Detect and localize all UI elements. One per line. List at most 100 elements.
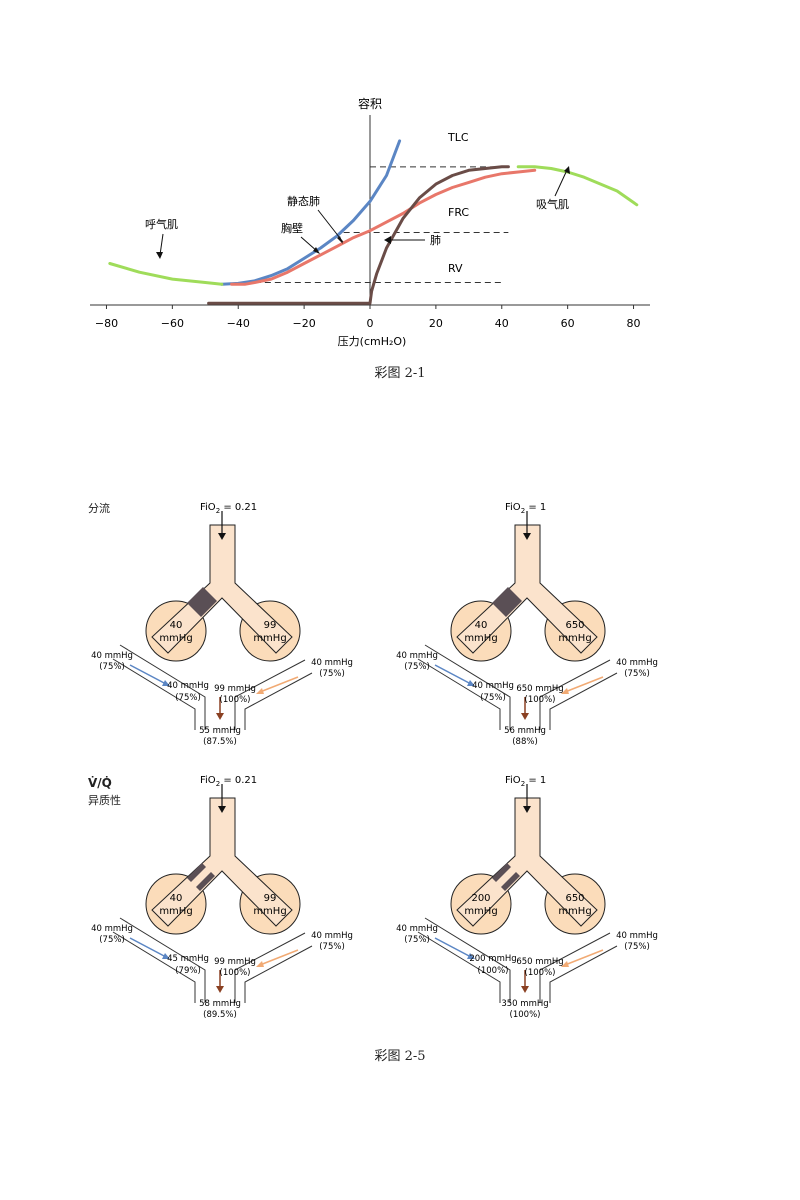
right-alveolus-value: 650: [565, 893, 584, 904]
bronchus-narrowing-a: [492, 863, 511, 882]
left-alveolus-value-unit: mmHg: [464, 906, 497, 917]
y-axis-label: 容积: [358, 96, 382, 111]
alveolar-right-blood-saturation: (100%): [525, 968, 556, 978]
figure-2-5-caption: 彩图 2-5: [374, 1049, 426, 1064]
vessel-right-top: [539, 932, 611, 1003]
lung-curve: [207, 165, 510, 305]
venous-inflow-arrowhead-left: [162, 680, 170, 686]
fio2-label: FiO2 = 1: [505, 775, 546, 788]
right-alveolus-value: 99: [264, 893, 277, 904]
rv-label: RV: [448, 262, 463, 275]
x-tick-label: 80: [627, 317, 641, 330]
fio2-label: FiO2 = 0.21: [200, 502, 257, 515]
mixed-arterial-saturation: (87.5%): [203, 737, 237, 745]
inflow-right-pressure: 40 mmHg: [616, 658, 658, 668]
inflow-right-saturation: (75%): [624, 942, 650, 952]
venous-inflow-arrow-left: [434, 937, 472, 958]
vessel-right-bottom: [244, 945, 313, 1003]
bronchus-narrowing-b: [196, 872, 215, 891]
venous-inflow-arrowhead-right: [256, 961, 264, 967]
x-tick-label: 0: [367, 317, 374, 330]
right-alveolus-value-unit: mmHg: [253, 633, 286, 644]
static-lung-curve: [230, 168, 537, 286]
right-alveolus-value: 650: [565, 620, 584, 631]
airway-tree: [151, 797, 293, 927]
bronchus-narrowing-b: [501, 872, 520, 891]
vessel-left-bottom: [417, 931, 501, 1003]
inflow-left-pressure: 40 mmHg: [396, 924, 438, 934]
alveolar-left-blood-pressure: 40 mmHg: [472, 681, 514, 691]
inflow-right-pressure: 40 mmHg: [311, 658, 353, 668]
chest-wall-arrowhead: [313, 247, 320, 254]
airway-tree: [151, 524, 293, 654]
fio2-label: FiO2 = 1: [505, 502, 546, 515]
inflow-arrowhead: [523, 533, 531, 540]
left-alveolus-value-unit: mmHg: [464, 633, 497, 644]
vessel-right-top: [539, 659, 611, 730]
static-lung-label: 静态肺: [287, 194, 320, 208]
static-lung-pointer: [317, 209, 344, 243]
alveolar-right-blood-pressure: 650 mmHg: [516, 684, 563, 694]
vessel-left-top: [424, 917, 511, 1003]
alveolar-right-blood-saturation: (100%): [525, 695, 556, 705]
inflow-left-pressure: 40 mmHg: [91, 924, 133, 934]
mixed-outflow-arrowhead: [521, 986, 529, 993]
mixed-arterial-saturation: (100%): [510, 1010, 541, 1018]
left-alveolus-value-unit: mmHg: [159, 906, 192, 917]
mixed-arterial-saturation: (89.5%): [203, 1010, 237, 1018]
x-axis-label: 压力(cmH₂O): [338, 335, 407, 348]
venous-inflow-arrow-left: [434, 664, 472, 685]
venous-inflow-arrowhead-left: [467, 680, 475, 686]
venous-inflow-arrowhead-left: [467, 953, 475, 959]
expiratory-muscle-label: 呼气肌: [145, 217, 178, 231]
venous-inflow-arrow-left: [129, 664, 167, 685]
inflow-left-saturation: (75%): [404, 935, 430, 945]
mixed-arterial-pressure: 55 mmHg: [199, 726, 241, 736]
inflow-right-saturation: (75%): [319, 942, 345, 952]
venous-inflow-arrow-right: [259, 676, 299, 693]
alveolar-left-blood-saturation: (75%): [175, 693, 201, 703]
frc-label: FRC: [448, 206, 469, 219]
inflow-right-pressure: 40 mmHg: [311, 931, 353, 941]
left-alveolus-value: 40: [475, 620, 488, 631]
inspiratory-muscle-curve: [516, 165, 639, 207]
right-alveolus-value-unit: mmHg: [558, 633, 591, 644]
inflow-right-saturation: (75%): [319, 669, 345, 679]
inflow-arrowhead: [523, 806, 531, 813]
x-tick-label: −60: [161, 317, 184, 330]
vessel-left-bottom: [112, 931, 196, 1003]
inflow-right-pressure: 40 mmHg: [616, 931, 658, 941]
vessel-left-top: [424, 644, 511, 730]
tlc-label: TLC: [447, 131, 469, 144]
alveolar-right-blood-saturation: (100%): [220, 968, 251, 978]
bronchus-obstruction: [492, 587, 522, 617]
chest-wall-label: 胸壁: [281, 221, 303, 235]
mixed-outflow-arrowhead: [216, 713, 224, 720]
inflow-left-saturation: (75%): [99, 662, 125, 672]
x-tick-label: −20: [293, 317, 316, 330]
section-vq-subtitle: 异质性: [88, 794, 121, 807]
alveolar-right-blood-pressure: 650 mmHg: [516, 957, 563, 967]
right-alveolus-value: 99: [264, 620, 277, 631]
vessel-right-top: [234, 659, 306, 730]
inflow-right-saturation: (75%): [624, 669, 650, 679]
expiratory-muscle-curve: [108, 262, 224, 286]
x-tick-label: 60: [561, 317, 575, 330]
inflow-left-saturation: (75%): [404, 662, 430, 672]
lung-arrowhead: [384, 236, 391, 244]
inspiratory-muscle-arrowhead: [564, 166, 570, 174]
inflow-arrowhead: [218, 806, 226, 813]
mixed-arterial-pressure: 350 mmHg: [501, 999, 548, 1009]
chart-series: [108, 139, 639, 305]
bronchus-obstruction: [187, 587, 217, 617]
inflow-left-saturation: (75%): [99, 935, 125, 945]
inspiratory-muscle-label: 吸气肌: [536, 197, 569, 211]
mixed-arterial-pressure: 56 mmHg: [504, 726, 546, 736]
mixed-outflow-arrowhead: [521, 713, 529, 720]
bronchus-narrowing-a: [187, 863, 206, 882]
static-lung-arrowhead: [337, 236, 343, 244]
